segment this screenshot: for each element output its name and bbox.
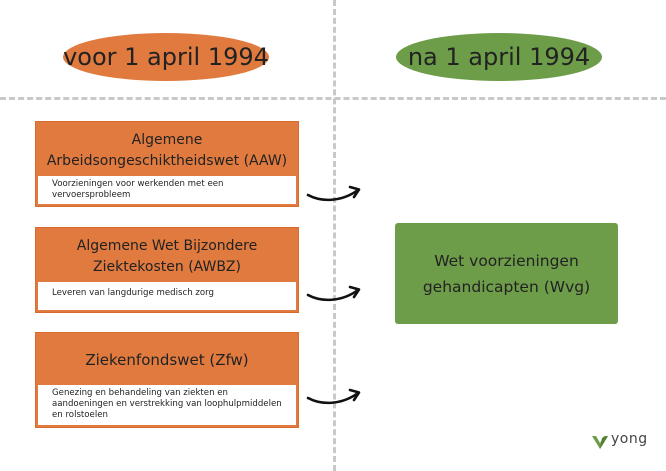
law-description: Genezing en behandeling van ziekten en a…: [38, 385, 296, 425]
vertical-divider: [333, 0, 336, 471]
arrow-icon: [306, 185, 361, 202]
header-after: na 1 april 1994: [396, 33, 602, 81]
law-card-awbz: Algemene Wet Bijzondere Ziektekosten (AW…: [35, 227, 299, 313]
arrow-icon: [306, 388, 361, 405]
horizontal-divider: [0, 97, 666, 100]
law-card-aaw: Algemene Arbeidsongeschiktheidswet (AAW)…: [35, 121, 299, 207]
law-description: Voorzieningen voor werkenden met een ver…: [38, 176, 296, 204]
law-title: Ziekenfondswet (Zfw): [85, 350, 249, 369]
arrow-icon: [306, 285, 361, 302]
header-before: voor 1 april 1994: [63, 33, 269, 81]
law-description: Leveren van langdurige medisch zorg: [38, 282, 296, 310]
law-card-zfw: Ziekenfondswet (Zfw) Genezing en behande…: [35, 332, 299, 428]
logo-text: yong: [611, 431, 648, 447]
result-law-wvg: Wet voorzieningen gehandicapten (Wvg): [395, 223, 618, 324]
yong-leaf-logo-icon: [592, 436, 608, 449]
yong-logo: yong: [590, 430, 650, 454]
law-title: Algemene Arbeidsongeschiktheidswet (AAW): [46, 132, 288, 169]
law-title: Algemene Wet Bijzondere Ziektekosten (AW…: [76, 238, 258, 275]
